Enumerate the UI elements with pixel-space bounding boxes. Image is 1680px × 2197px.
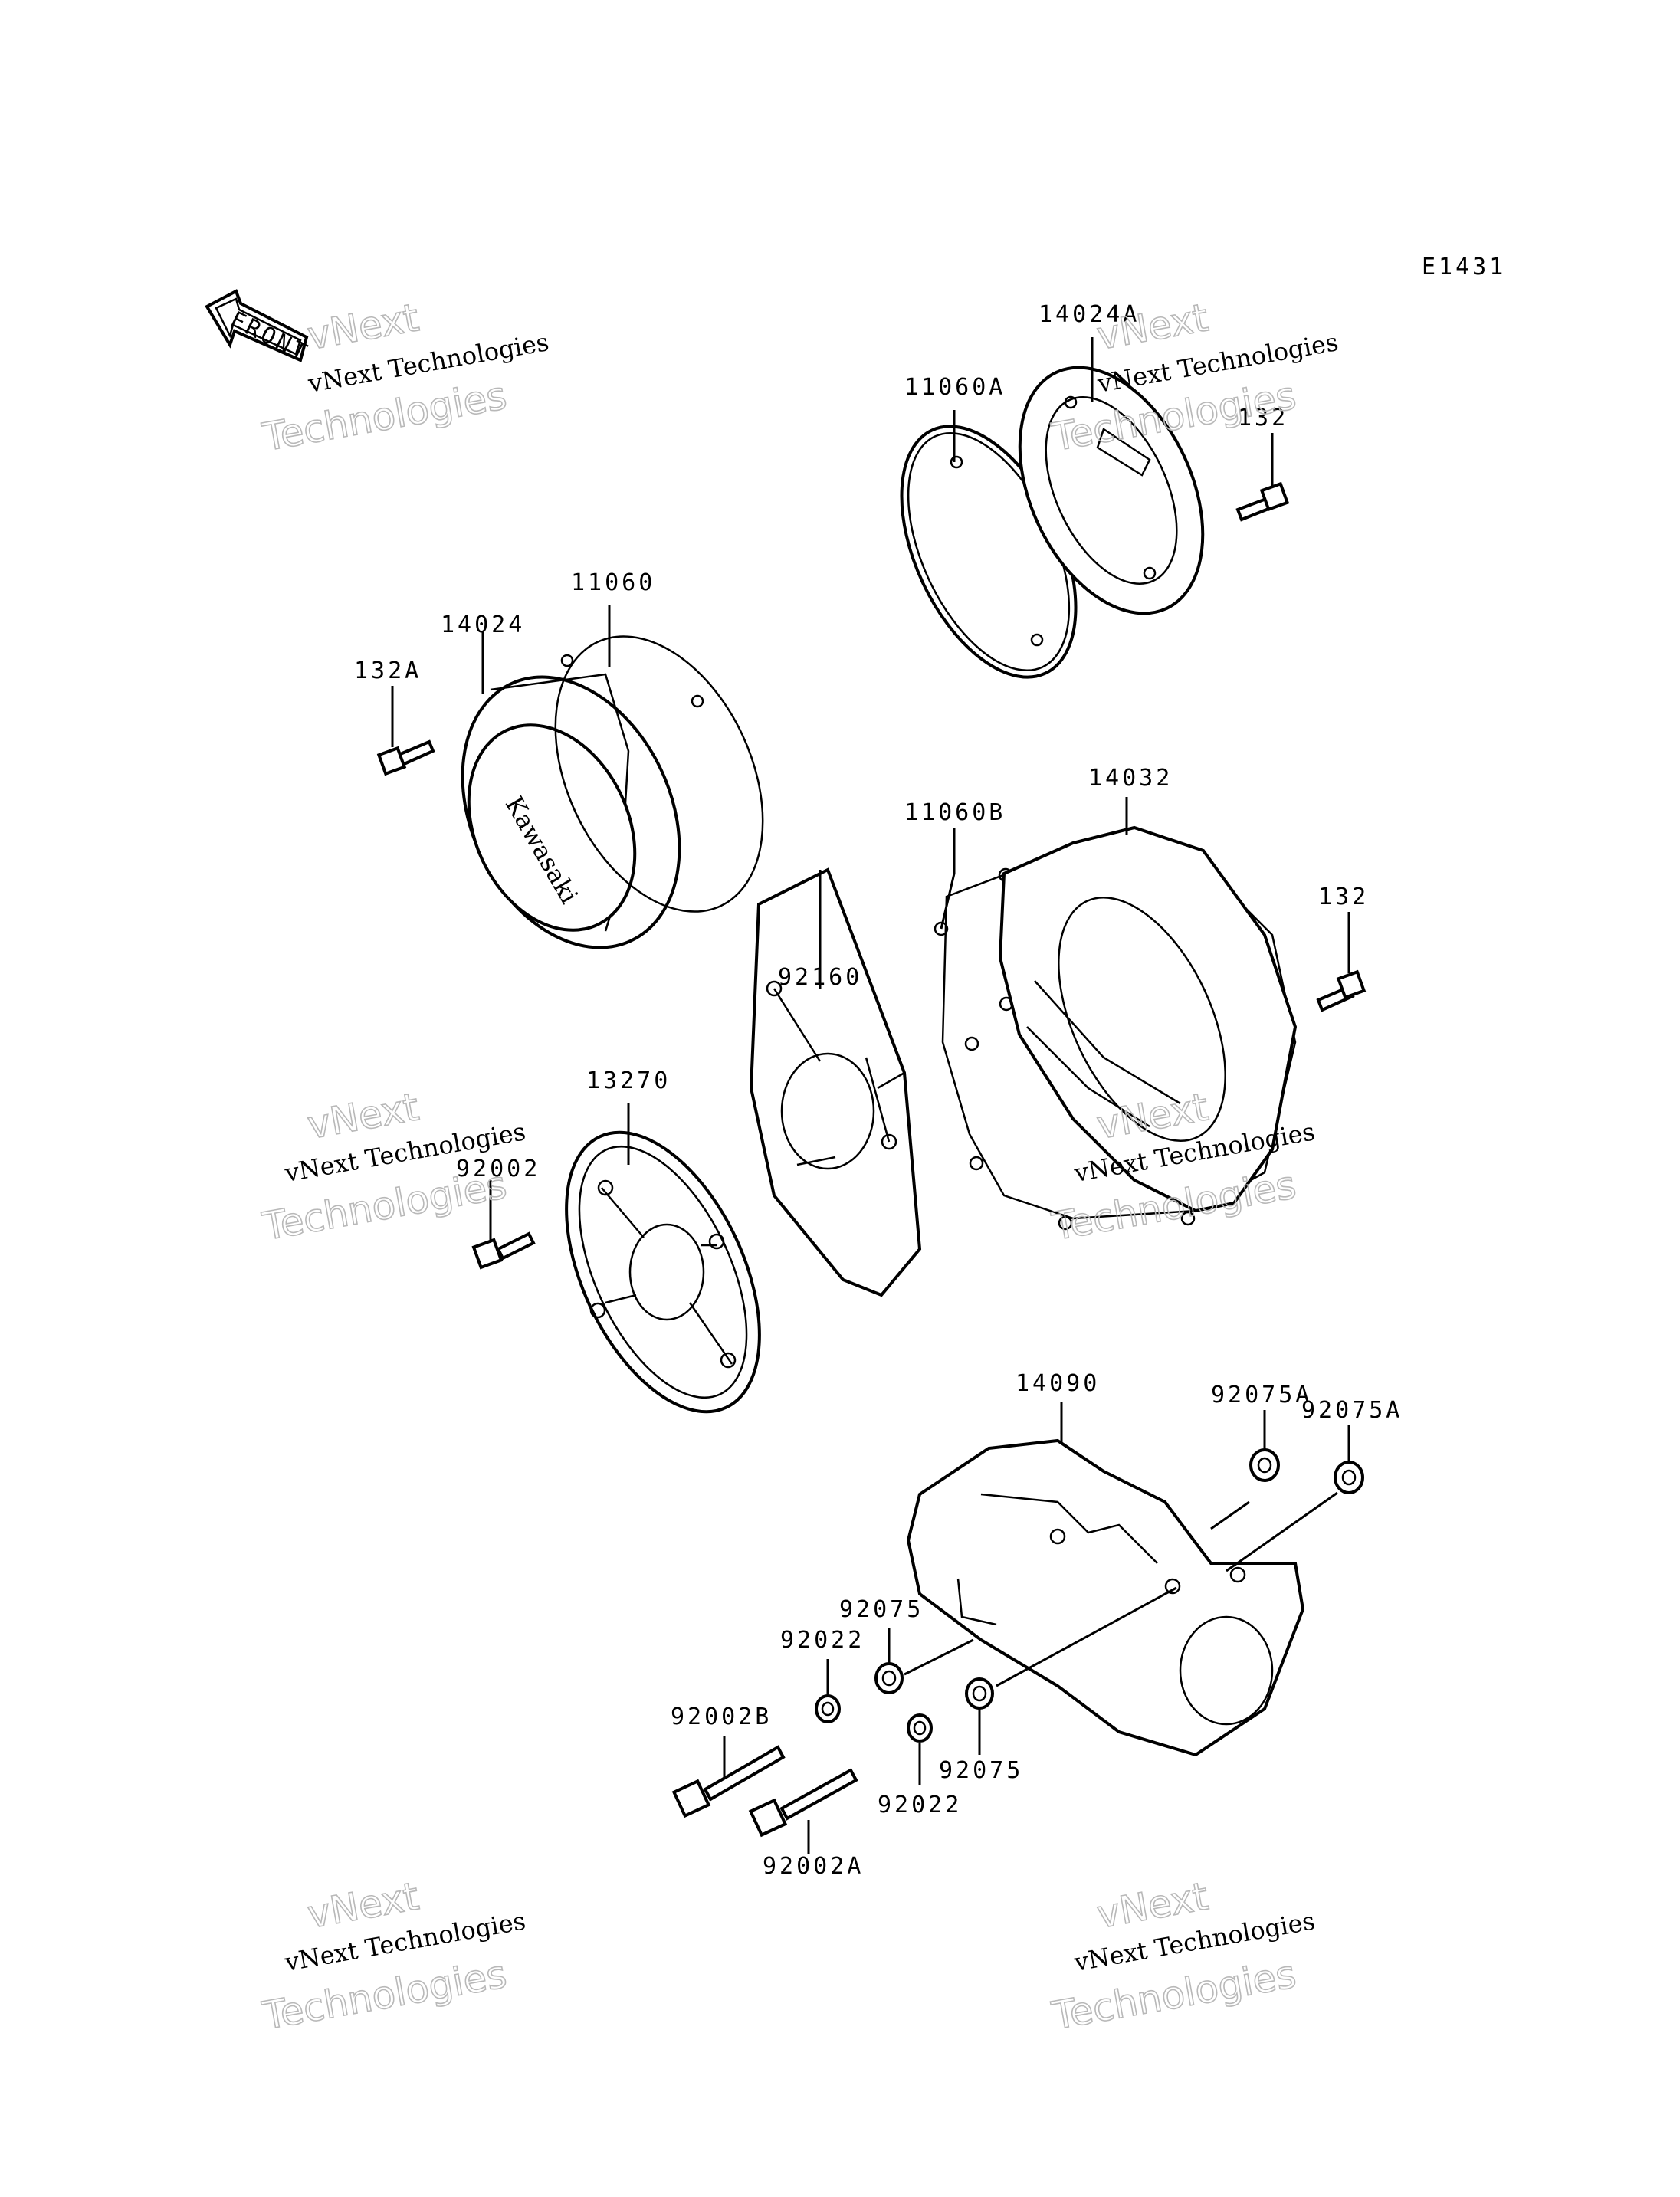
grommet-92075a-1 bbox=[1249, 1448, 1280, 1482]
watermark-bottom-right: vNext Technologies vNext Technologies bbox=[1048, 1873, 1317, 2038]
callout-14024: 14024 bbox=[441, 612, 525, 638]
grommet-92075-2 bbox=[965, 1677, 994, 1710]
callout-11060a: 11060A bbox=[904, 374, 1006, 401]
callout-11060: 11060 bbox=[571, 569, 655, 596]
bolt-132a bbox=[376, 739, 435, 776]
bolt-92002b bbox=[671, 1745, 786, 1818]
cover-14024a bbox=[1018, 366, 1205, 615]
bolt-132-top bbox=[1235, 481, 1290, 522]
bolt-92002 bbox=[471, 1231, 536, 1270]
callout-92022-2: 92022 bbox=[878, 1792, 962, 1818]
grommet-92075-1 bbox=[874, 1662, 904, 1694]
callout-92075a-1: 92075A bbox=[1211, 1382, 1312, 1408]
callout-11060b: 11060B bbox=[904, 799, 1006, 826]
front-label: FRONT bbox=[225, 307, 313, 368]
collar-92022-2 bbox=[907, 1713, 933, 1743]
callout-14032: 14032 bbox=[1088, 765, 1173, 792]
callout-92075-1: 92075 bbox=[839, 1596, 924, 1623]
leader-lines bbox=[391, 337, 1350, 1854]
cover-14024: Kawasaki bbox=[461, 673, 681, 949]
callout-14024a: 14024A bbox=[1039, 301, 1140, 328]
callout-92002a: 92002A bbox=[763, 1853, 864, 1880]
diagram-code: E1431 bbox=[1422, 254, 1506, 280]
collar-92022-1 bbox=[815, 1694, 841, 1723]
callout-92022-1: 92022 bbox=[780, 1627, 865, 1654]
plate-92160 bbox=[749, 867, 922, 1297]
watermark-top-left: vNext Technologies vNext Technologies bbox=[258, 294, 551, 460]
grommet-92075a-2 bbox=[1334, 1461, 1364, 1494]
bolt-132-mid bbox=[1316, 969, 1367, 1012]
cover-14090 bbox=[906, 1438, 1305, 1757]
cover-14032 bbox=[998, 825, 1298, 1213]
callout-92075-2: 92075 bbox=[939, 1757, 1023, 1784]
callout-132-top: 132 bbox=[1238, 405, 1288, 431]
front-arrow-icon: FRONT bbox=[205, 289, 313, 368]
callout-14090: 14090 bbox=[1016, 1370, 1100, 1397]
svg-text:vNext: vNext bbox=[304, 295, 422, 358]
callout-132a: 132A bbox=[354, 657, 422, 684]
bolt-92002a bbox=[748, 1768, 858, 1838]
plate-13270 bbox=[565, 1130, 761, 1414]
callout-92002: 92002 bbox=[456, 1156, 540, 1182]
callout-132-mid: 132 bbox=[1318, 884, 1369, 910]
callout-92075a-2: 92075A bbox=[1301, 1397, 1403, 1424]
callout-13270: 13270 bbox=[586, 1067, 671, 1094]
callout-92002b: 92002B bbox=[671, 1703, 772, 1730]
watermark-bottom-left: vNext Technologies vNext Technologies bbox=[258, 1873, 527, 2038]
callout-labels: 14024A 11060A 132 11060 14024 132A 14032… bbox=[354, 301, 1403, 1880]
callout-92160: 92160 bbox=[778, 964, 862, 991]
gasket-11060 bbox=[554, 635, 764, 913]
svg-text:Technologies: Technologies bbox=[259, 373, 510, 460]
